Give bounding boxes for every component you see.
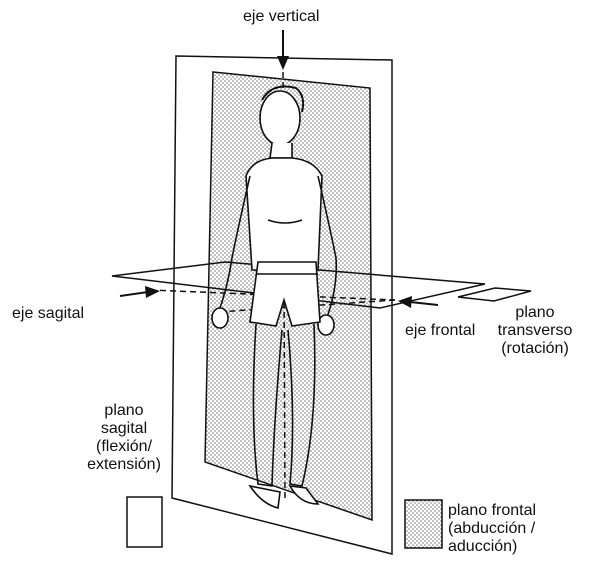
label-transverse-plane: plano transverso (rotación) bbox=[492, 304, 578, 358]
transverse-plane-swatch bbox=[458, 288, 531, 301]
sagittal-plane-swatch bbox=[127, 497, 162, 547]
frontal-plane-swatch bbox=[405, 500, 442, 548]
arrow-down-icon bbox=[277, 30, 289, 70]
label-frontal-plane: plano frontal (abducción / aducción) bbox=[448, 502, 536, 556]
arrow-right-icon bbox=[120, 286, 160, 298]
label-sagittal-plane: plano sagital (flexión/ extensión) bbox=[80, 402, 168, 474]
label-sagittal-axis: eje sagital bbox=[12, 305, 84, 323]
arrow-left-icon bbox=[398, 296, 438, 308]
label-frontal-axis: eje frontal bbox=[405, 322, 475, 340]
label-vertical-axis: eje vertical bbox=[243, 8, 319, 26]
